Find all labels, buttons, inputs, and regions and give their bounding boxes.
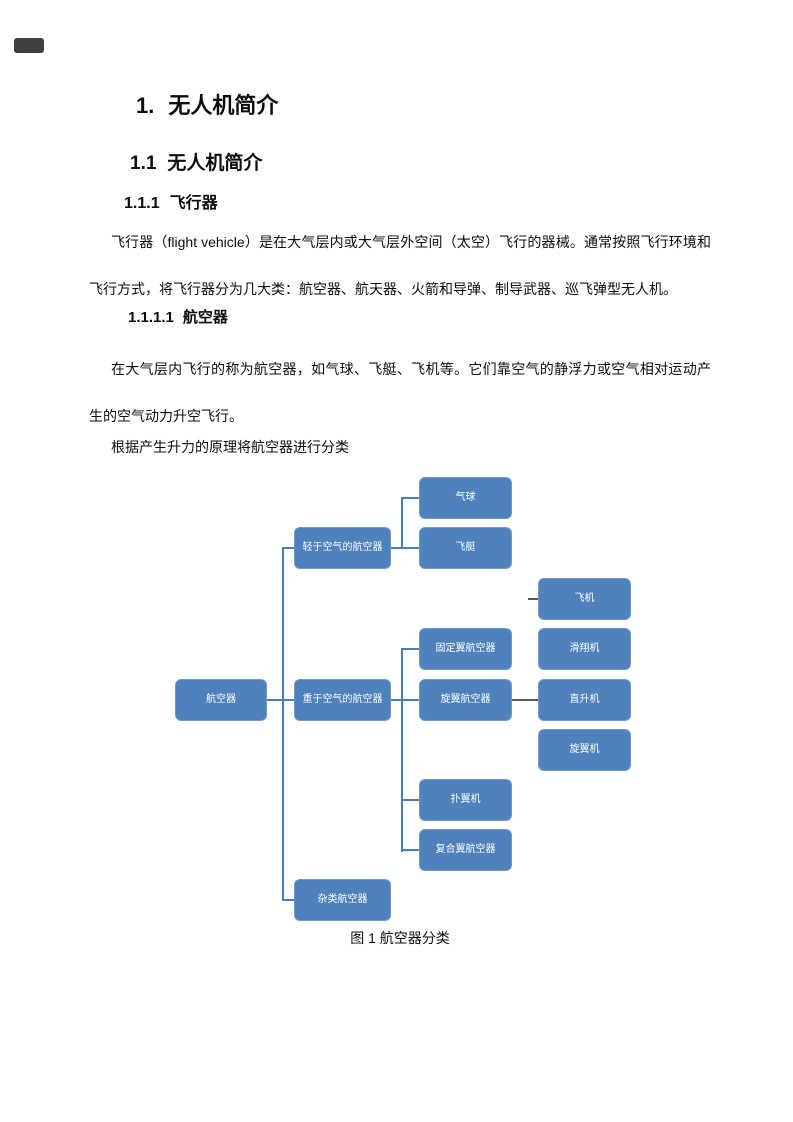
- node-aircraft: 航空器: [175, 679, 267, 721]
- connector-to-balloon: [401, 497, 419, 499]
- heading-1-1-1-number: 1.1.1: [124, 195, 160, 212]
- node-airplane: 飞机: [538, 578, 631, 620]
- paragraph-flight-vehicle: 飞行器（flight vehicle）是在大气层内或大气层外空间（太空）飞行的器…: [89, 234, 711, 297]
- connector-to-airship: [401, 547, 419, 549]
- connector-root-to-trunk: [267, 699, 294, 701]
- connector-trunk2b-vertical: [401, 648, 403, 852]
- aircraft-classification-diagram: 航空器 轻于空气的航空器 重于空气的航空器 杂类航空器 气球 飞艇 固定翼航空器…: [175, 477, 632, 921]
- connector-to-lighter: [282, 547, 294, 549]
- connector-to-fixed-wing: [401, 648, 419, 650]
- node-balloon: 气球: [419, 477, 512, 519]
- node-compound-wing: 复合翼航空器: [419, 829, 512, 871]
- figure-caption: 图 1 航空器分类: [350, 930, 450, 946]
- corner-artifact: [14, 38, 44, 53]
- heading-1: 1. 无人机简介: [136, 88, 278, 120]
- node-ornithopter: 扑翼机: [419, 779, 512, 821]
- heading-1-number: 1.: [136, 93, 155, 118]
- node-helicopter: 直升机: [538, 679, 631, 721]
- connector-lighter-to-trunk2a: [391, 547, 403, 549]
- heading-1-1-1-1-text: 航空器: [182, 309, 228, 326]
- node-rotary-wing: 旋翼航空器: [419, 679, 512, 721]
- paragraph-aerostat: 在大气层内飞行的称为航空器，如气球、飞艇、飞机等。它们靠空气的静浮力或空气相对运…: [89, 361, 711, 424]
- connector-to-ornithopter: [401, 799, 419, 801]
- node-heavier-than-air: 重于空气的航空器: [294, 679, 391, 721]
- connector-trunk2a-vertical: [401, 497, 403, 549]
- connector-heavier-to-rotary: [391, 699, 419, 701]
- connector-stub-to-airplane: [528, 598, 538, 600]
- node-airship: 飞艇: [419, 527, 512, 569]
- heading-1-1-1-1-number: 1.1.1.1: [128, 309, 174, 326]
- node-autogyro: 旋翼机: [538, 729, 631, 771]
- heading-1-1-text: 无人机简介: [167, 153, 263, 174]
- heading-1-1-number: 1.1: [130, 153, 157, 174]
- connector-trunk1-vertical: [282, 547, 284, 901]
- connector-to-misc: [282, 899, 294, 901]
- heading-1-1-1-1: 1.1.1.1 航空器: [128, 306, 228, 327]
- connector-rotary-to-helicopter: [511, 699, 538, 701]
- node-lighter-than-air: 轻于空气的航空器: [294, 527, 391, 569]
- heading-1-1-1-text: 飞行器: [169, 195, 218, 212]
- node-glider: 滑翔机: [538, 628, 631, 670]
- node-fixed-wing: 固定翼航空器: [419, 628, 512, 670]
- heading-1-1-1: 1.1.1 飞行器: [124, 189, 218, 213]
- paragraph-classification-intro: 根据产生升力的原理将航空器进行分类: [111, 439, 349, 455]
- connector-to-compound-wing: [401, 849, 419, 851]
- heading-1-1: 1.1 无人机简介: [130, 148, 262, 175]
- node-misc-aircraft: 杂类航空器: [294, 879, 391, 921]
- heading-1-text: 无人机简介: [168, 93, 279, 118]
